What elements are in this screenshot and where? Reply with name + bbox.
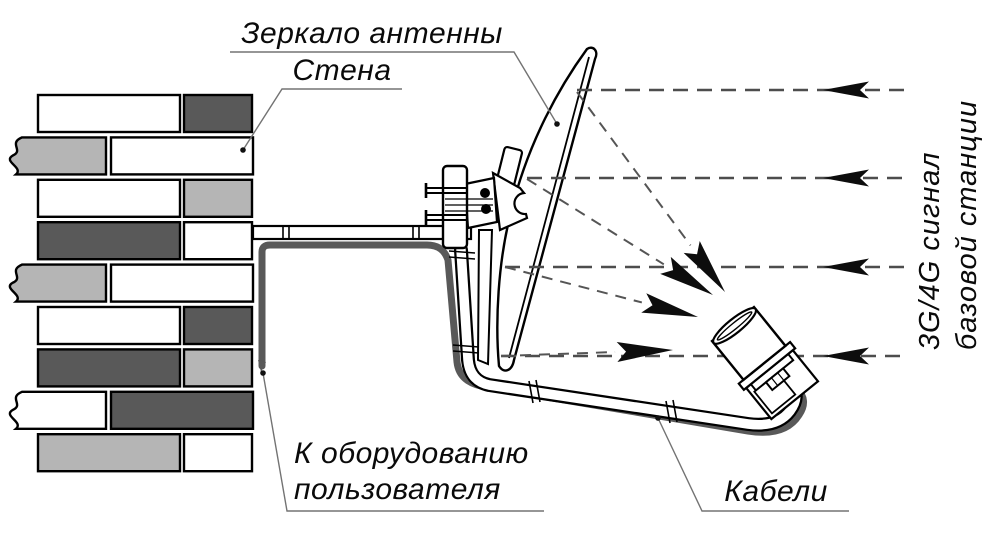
bracket-plate	[463, 176, 499, 230]
reflected-ray	[576, 91, 692, 246]
brick	[36, 348, 182, 388]
brick	[109, 136, 255, 176]
brick	[36, 305, 182, 346]
label-cables: Кабели	[702, 474, 850, 510]
mast-strut	[476, 229, 494, 366]
brick	[8, 390, 108, 430]
reflected-ray	[526, 178, 665, 266]
leader-lines	[230, 51, 849, 512]
cable	[258, 241, 807, 436]
brick	[182, 93, 254, 134]
mast-assembly	[424, 145, 529, 250]
dish-rim-line	[508, 56, 590, 359]
incoming-arrowhead	[823, 347, 869, 365]
signal-line1: 3G/4G сигнал	[914, 151, 947, 351]
incoming-arrowhead	[823, 81, 869, 99]
antenna-dish	[496, 46, 598, 372]
leader-dots	[240, 121, 661, 421]
notched-bracket	[491, 170, 529, 232]
to-user-line2: пользователя	[294, 473, 501, 506]
signal-line2: базовой станции	[951, 99, 984, 351]
brick	[8, 136, 108, 176]
reflected-arrowhead	[683, 241, 725, 292]
wall-text: Стена	[292, 54, 392, 87]
mounting-arm	[251, 224, 473, 241]
brick	[8, 263, 108, 303]
reflected-ray	[504, 266, 643, 304]
brick	[182, 433, 254, 473]
label-wall: Стена	[281, 53, 403, 89]
brick	[182, 178, 254, 219]
reflected-ray	[500, 351, 616, 357]
to-user-line1: К оборудованию	[294, 437, 529, 470]
label-dish-mirror: Зеркало антенны	[228, 16, 516, 52]
reflected-arrowhead	[660, 256, 713, 295]
incoming-arrowhead	[823, 169, 869, 187]
brick	[36, 93, 182, 134]
reflected-arrowhead	[641, 293, 698, 317]
brick	[36, 220, 182, 261]
brick	[182, 305, 254, 346]
brick	[109, 390, 255, 430]
label-to-user-equipment: К оборудованию пользователя	[294, 436, 529, 508]
incoming-arrowhead	[823, 258, 869, 276]
mast-pole	[441, 164, 469, 250]
lnb-mouth	[712, 307, 758, 345]
cables-text: Кабели	[724, 475, 828, 508]
label-signal-source: 3G/4G сигнал базовой станции	[902, 58, 996, 392]
brick	[36, 433, 182, 473]
dish-mirror-text: Зеркало антенны	[241, 17, 503, 50]
frame-joints	[448, 250, 678, 424]
brick	[36, 178, 182, 219]
brick	[182, 220, 254, 261]
lnb-feed	[710, 305, 820, 421]
reflected-arrowhead	[616, 341, 673, 362]
signal-source-text: 3G/4G сигнал базовой станции	[912, 100, 986, 350]
brick	[109, 263, 255, 303]
brick-wall	[8, 93, 255, 473]
brick	[182, 348, 254, 388]
reflected-rays	[500, 91, 725, 362]
